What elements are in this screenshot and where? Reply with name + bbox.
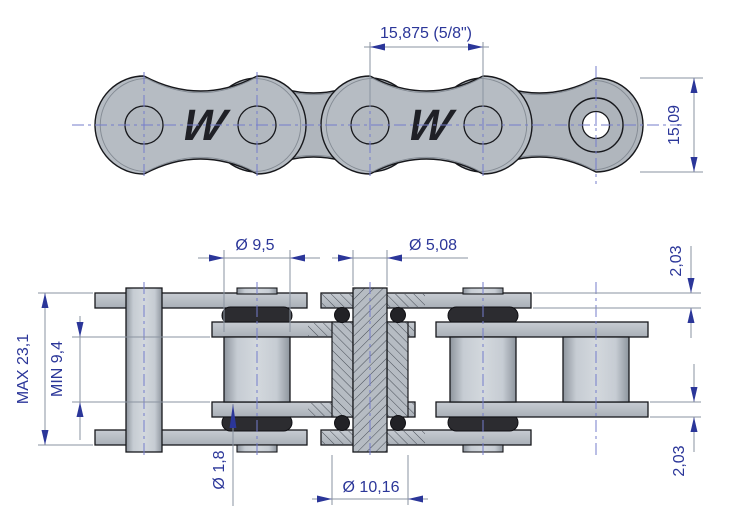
plate-thickness-top-label: 2,03: [668, 245, 685, 276]
dimension-inner-width: MIN 9,4: [49, 316, 210, 440]
inner-plate-bottom-b: [435, 401, 649, 418]
dimension-overall-width: MAX 23,1: [15, 292, 93, 446]
dimension-roller-diameter: Ø 9,5: [198, 237, 320, 332]
dimension-plate-thickness-top: 2,03: [533, 245, 701, 338]
centerlines-section-view: [143, 282, 597, 458]
bushing-section: [331, 321, 409, 418]
dimension-pin-diameter: Ø 5,08: [332, 237, 468, 286]
o-ring-section: [334, 307, 350, 323]
dimension-bushing-diameter: Ø 10,16: [312, 455, 428, 505]
dimension-hole-diameter: Ø 1,8: [211, 404, 237, 506]
hole-diameter-label: Ø 1,8: [211, 450, 228, 489]
o-ring-section: [390, 307, 406, 323]
pitch-label: 15,875 (5/8"): [380, 25, 472, 42]
dimension-pitch: 15,875 (5/8"): [364, 25, 489, 106]
inner-plate-top-b: [435, 321, 649, 338]
section-view: Ø 9,5 Ø 5,08 2,03: [15, 237, 701, 506]
plate-height-label: 15,09: [666, 105, 683, 145]
plate-thickness-bottom-label: 2,03: [671, 445, 688, 476]
overall-width-label: MAX 23,1: [15, 334, 32, 404]
roller-diameter-label: Ø 9,5: [235, 237, 274, 254]
top-view: W W 15,875 (5/8"): [72, 25, 703, 184]
o-ring-section: [334, 415, 350, 431]
o-ring-section: [390, 415, 406, 431]
bushing-diameter-label: Ø 10,16: [343, 479, 400, 496]
dimension-plate-height: 15,09: [640, 77, 703, 173]
pin-diameter-label: Ø 5,08: [409, 237, 457, 254]
dimension-plate-thickness-bottom: 2,03: [650, 364, 701, 477]
inner-width-label: MIN 9,4: [49, 341, 66, 397]
